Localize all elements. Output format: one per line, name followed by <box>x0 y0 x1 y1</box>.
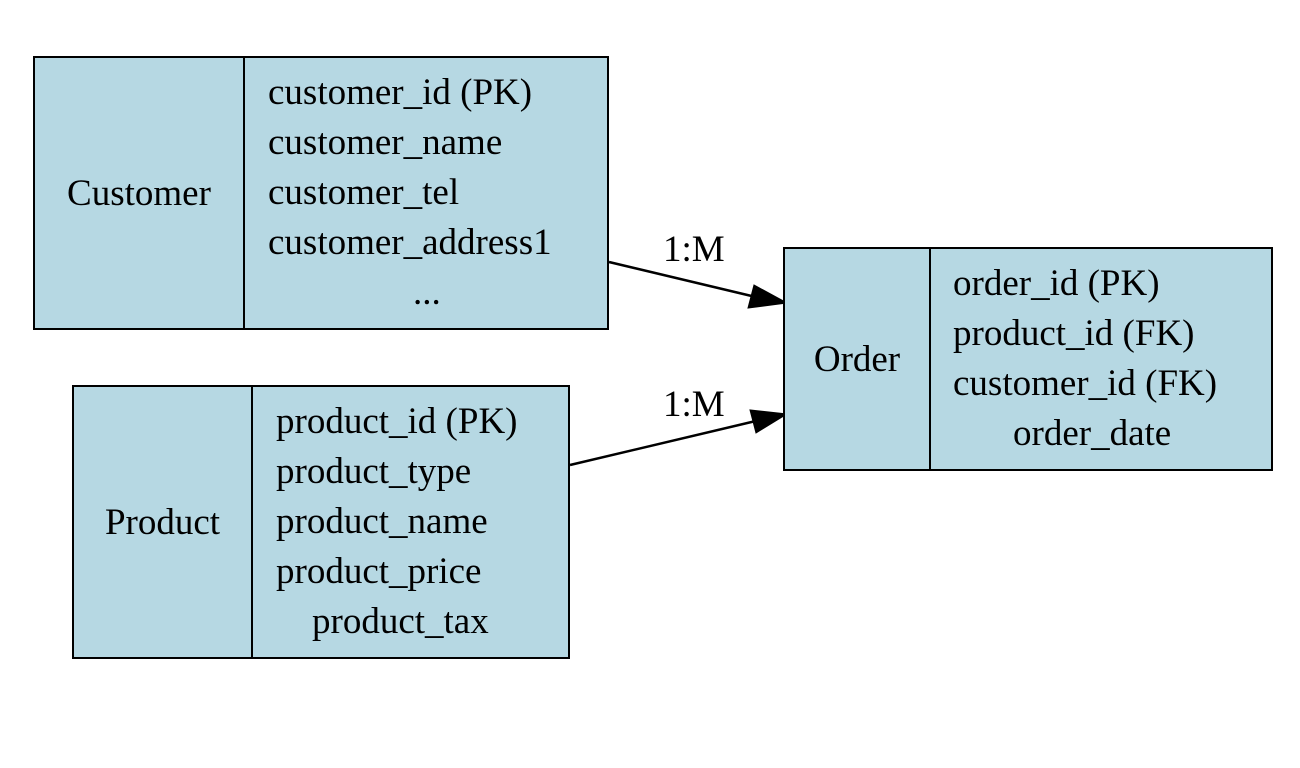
attribute-customer-name: customer_name <box>268 122 503 163</box>
attribute-product-price: product_price <box>276 551 482 592</box>
edge-customer-order <box>608 260 761 300</box>
attribute-order-id: order_id (PK) <box>953 263 1160 304</box>
product-entity[interactable]: Product product_id (PK) product_type pro… <box>72 385 570 659</box>
edge-product-order <box>569 418 761 467</box>
entity-name-order: Order <box>785 249 931 469</box>
customer-entity[interactable]: Customer customer_id (PK) customer_name … <box>33 56 609 330</box>
entity-name-product: Product <box>74 387 253 657</box>
relationship-label-product-order: 1:M <box>663 384 725 425</box>
attribute-product-id: product_id (PK) <box>276 401 518 442</box>
attribute-order-product-id: product_id (FK) <box>953 313 1195 354</box>
attribute-product-name: product_name <box>276 501 488 542</box>
attribute-list-product: product_id (PK) product_type product_nam… <box>253 387 568 657</box>
attribute-list-order: order_id (PK) product_id (FK) customer_i… <box>931 249 1271 469</box>
arrowhead-product-order <box>749 409 789 434</box>
order-entity[interactable]: Order order_id (PK) product_id (FK) cust… <box>783 247 1273 471</box>
attribute-list-customer: customer_id (PK) customer_name customer_… <box>245 58 607 328</box>
attribute-customer-tel: customer_tel <box>268 172 460 213</box>
attribute-order-date: order_date <box>1013 413 1172 454</box>
attribute-customer-ellipsis: ... <box>413 272 441 313</box>
attribute-product-tax: product_tax <box>312 601 489 642</box>
arrowhead-customer-order <box>747 284 789 309</box>
entity-name-customer: Customer <box>35 58 245 328</box>
attribute-customer-address1: customer_address1 <box>268 222 552 263</box>
relationship-label-customer-order: 1:M <box>663 229 725 270</box>
attribute-order-customer-id: customer_id (FK) <box>953 363 1218 404</box>
attribute-customer-id: customer_id (PK) <box>268 72 533 113</box>
attribute-product-type: product_type <box>276 451 472 492</box>
